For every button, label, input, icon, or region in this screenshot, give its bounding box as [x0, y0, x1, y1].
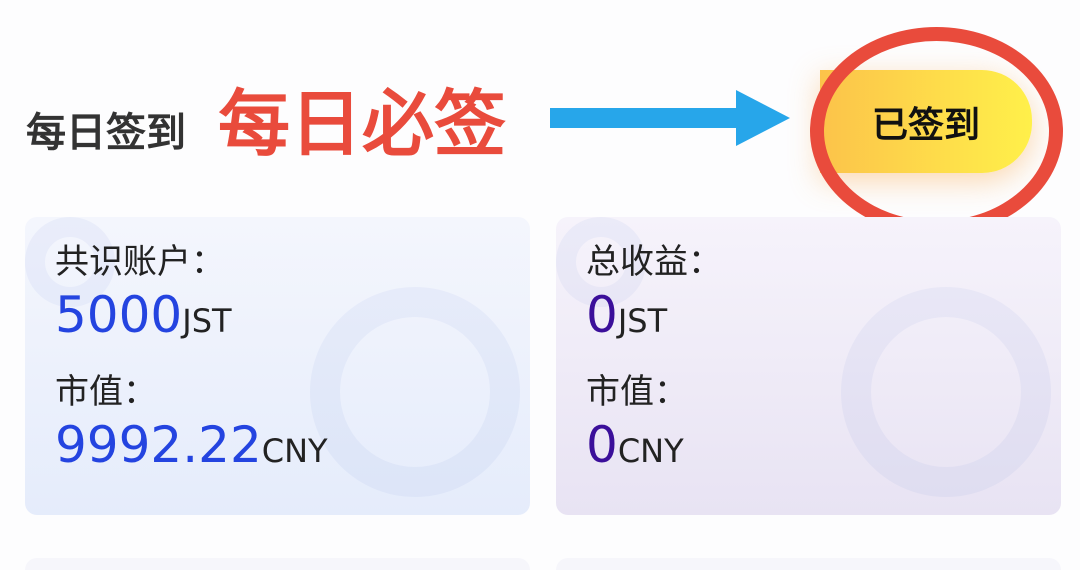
- arrow-right-icon: [550, 90, 790, 146]
- section-title: 每日签到: [26, 110, 186, 156]
- watermark-icon: [841, 287, 1051, 497]
- card-label: 总收益：: [586, 242, 722, 282]
- card-unit: JST: [182, 302, 232, 340]
- watermark-icon: [310, 287, 520, 497]
- card-value: 0: [586, 416, 618, 474]
- consensus-account-card: 共识账户： 5000JST 市值： 9992.22CNY: [25, 217, 530, 515]
- card-unit: CNY: [617, 432, 684, 470]
- checkin-button[interactable]: 已签到: [820, 70, 1032, 173]
- card-value: 5000: [55, 286, 183, 344]
- card-label: 市值：: [55, 372, 157, 412]
- card-value: 0: [586, 286, 618, 344]
- annotation-text: 每日必签: [218, 82, 507, 166]
- card-label: 市值：: [586, 372, 688, 412]
- card-unit: JST: [617, 302, 668, 340]
- card-value: 9992.22: [55, 416, 262, 474]
- card-unit: CNY: [261, 432, 328, 470]
- next-card: [25, 558, 530, 570]
- total-earnings-card: 总收益： 0JST 市值： 0CNY: [556, 217, 1061, 515]
- card-label: 共识账户：: [55, 242, 225, 282]
- next-card: [556, 558, 1061, 570]
